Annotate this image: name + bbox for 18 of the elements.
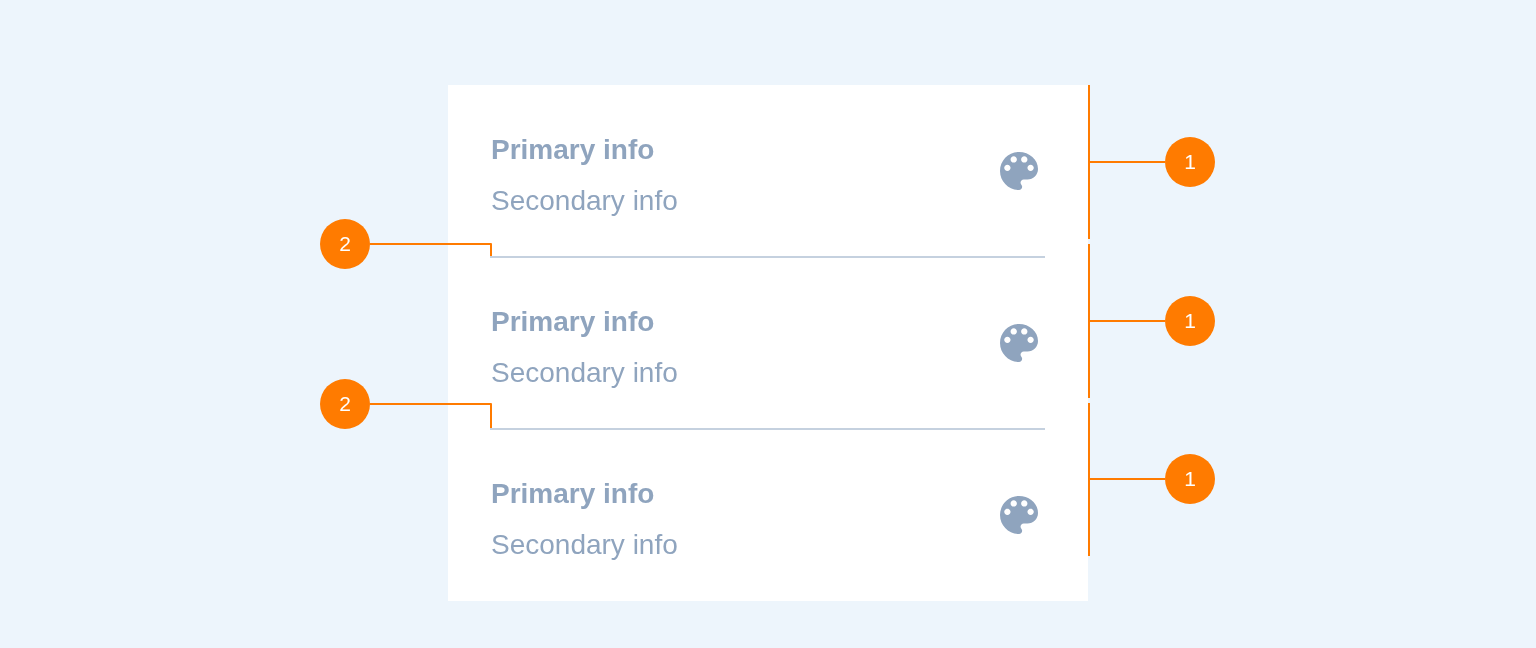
primary-text: Primary info <box>491 478 655 510</box>
callout-number: 1 <box>1165 137 1215 187</box>
leader-line <box>1087 320 1166 322</box>
divider-line <box>490 256 1045 258</box>
leader-line <box>1087 161 1166 163</box>
callout-number: 1 <box>1165 454 1215 504</box>
primary-text: Primary info <box>491 134 655 166</box>
secondary-text: Secondary info <box>491 185 678 217</box>
secondary-text: Secondary info <box>491 357 678 389</box>
callout-number: 1 <box>1165 296 1215 346</box>
callout-number: 2 <box>320 379 370 429</box>
callout-number: 2 <box>320 219 370 269</box>
secondary-text: Secondary info <box>491 529 678 561</box>
leader-line <box>369 243 492 257</box>
leader-line <box>1087 478 1166 480</box>
leader-line <box>369 403 492 429</box>
primary-text: Primary info <box>491 306 655 338</box>
divider-line <box>490 428 1045 430</box>
